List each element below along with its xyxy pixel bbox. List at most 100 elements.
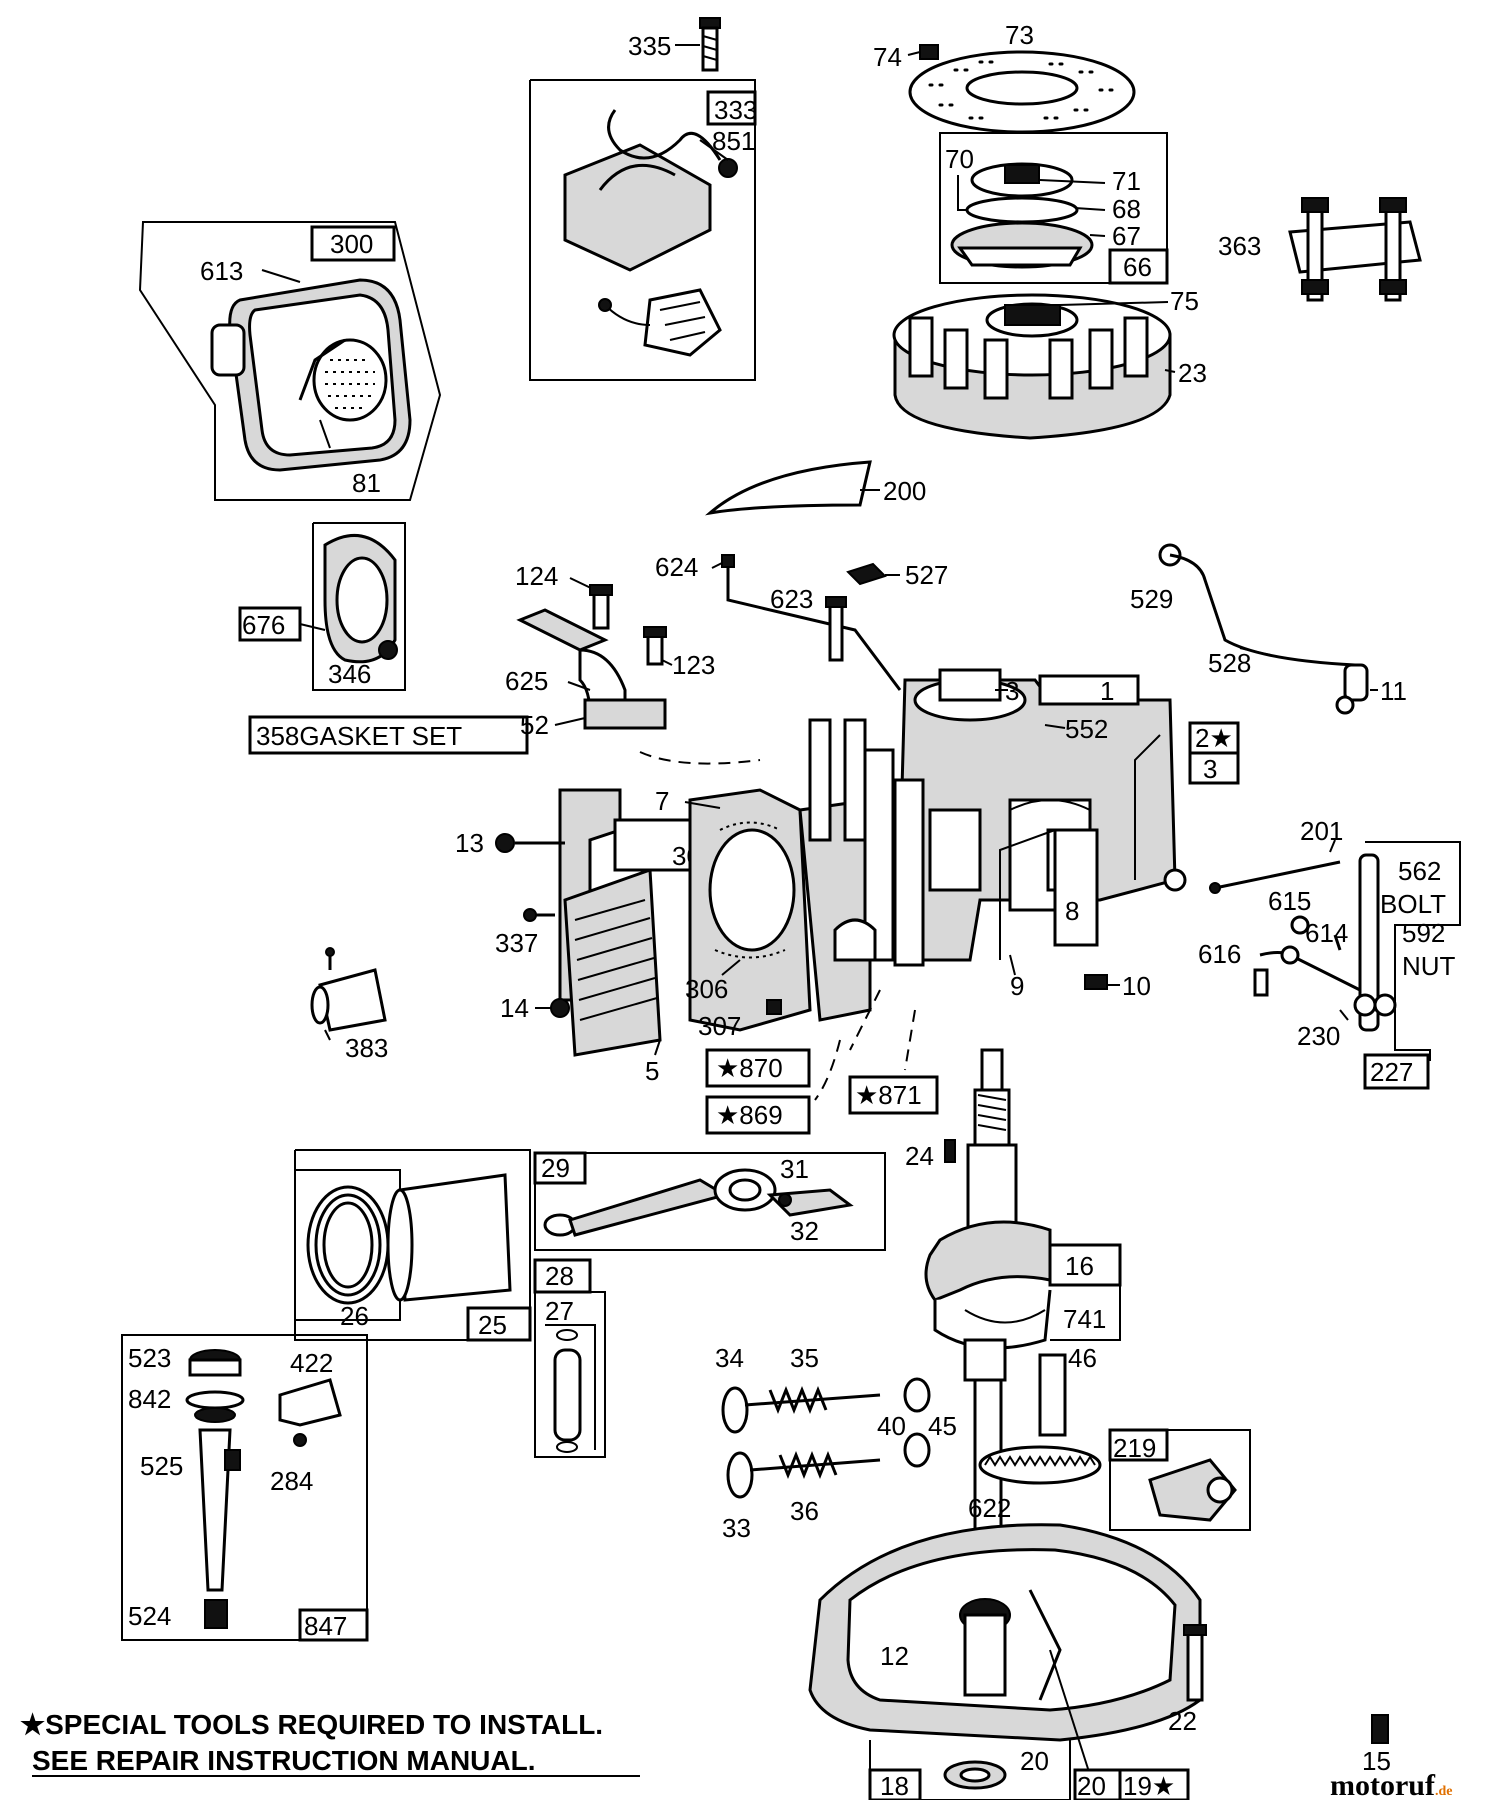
label-24: 24 — [905, 1141, 934, 1171]
part-box-333: 333 851 — [529, 79, 757, 381]
label-1: 1 — [1100, 676, 1114, 706]
label-2: 2★ — [1195, 723, 1233, 753]
label-46: 46 — [1068, 1343, 1097, 1373]
label-525: 525 — [140, 1451, 183, 1481]
label-624: 624 — [655, 552, 698, 582]
label-219: 219 — [1113, 1433, 1156, 1463]
label-528: 528 — [1208, 648, 1251, 678]
label-73: 73 — [1005, 20, 1034, 50]
dashed-leader-intake — [639, 751, 761, 765]
label-12: 12 — [880, 1641, 909, 1671]
label-45: 45 — [928, 1411, 957, 1441]
label-842: 842 — [128, 1384, 171, 1414]
label-562: 562 — [1398, 856, 1441, 886]
label-625: 625 — [505, 666, 548, 696]
label-19: 19★ — [1123, 1771, 1175, 1800]
label-230: 230 — [1297, 1021, 1340, 1051]
label-870: ★870 — [716, 1053, 783, 1083]
part-box-300: 300 613 81 — [138, 221, 442, 501]
part-valves: 34 35 40 45 46 33 36 — [715, 1343, 1097, 1543]
label-123: 123 — [672, 650, 715, 680]
part-link-528: 529 528 11 — [1130, 543, 1407, 715]
label-40: 40 — [877, 1411, 906, 1441]
label-27: 27 — [545, 1296, 574, 1326]
part-bracket-363: 363 — [1218, 197, 1422, 302]
label-20a: 20 — [1020, 1746, 1049, 1776]
label-36: 36 — [790, 1496, 819, 1526]
label-8: 8 — [1065, 896, 1079, 926]
part-box-29: 29 31 32 — [533, 1151, 886, 1251]
label-35: 35 — [790, 1343, 819, 1373]
label-3b: 3 — [1203, 754, 1217, 784]
label-20b: 20 — [1077, 1771, 1106, 1800]
watermark-logo: motoruf.de — [1330, 1769, 1452, 1800]
label-7: 7 — [655, 786, 669, 816]
part-airguide-200: 200 — [704, 460, 926, 516]
label-871: ★871 — [855, 1080, 922, 1110]
label-527: 527 — [905, 560, 948, 590]
part-box-847: 847 523 842 525 524 422 284 — [121, 1334, 369, 1642]
label-29: 29 — [541, 1153, 570, 1183]
label-614: 614 — [1305, 918, 1348, 948]
label-71: 71 — [1112, 166, 1141, 196]
label-300: 300 — [330, 229, 373, 259]
watermark-logo-text: motoruf — [1330, 1769, 1436, 1800]
watermark-logo-suffix: .de — [1435, 1784, 1453, 1799]
label-70: 70 — [945, 144, 974, 174]
part-spacer-383: 383 — [310, 947, 388, 1063]
label-11: 11 — [1380, 676, 1407, 706]
label-14: 14 — [500, 993, 529, 1023]
label-32: 32 — [790, 1216, 819, 1246]
part-bolt-335: 335 — [628, 17, 721, 72]
label-363: 363 — [1218, 231, 1261, 261]
label-307: 307 — [698, 1011, 741, 1041]
label-3a: 3 — [1005, 676, 1019, 706]
label-10: 10 — [1122, 971, 1151, 1001]
part-link-624: 624 623 527 — [655, 552, 948, 691]
label-23: 23 — [1178, 358, 1207, 388]
part-box-676: 676 346 — [238, 522, 406, 691]
svg-text:motoruf.de: motoruf.de — [1330, 1769, 1452, 1800]
part-cylinder-head: 308 7 13 337 14 5 306 307 — [455, 718, 925, 1086]
label-383: 383 — [345, 1033, 388, 1063]
label-16: 16 — [1065, 1251, 1094, 1281]
label-67: 67 — [1112, 221, 1141, 251]
label-bolt: BOLT — [1380, 889, 1446, 919]
label-13: 13 — [455, 828, 484, 858]
label-201: 201 — [1300, 816, 1343, 846]
part-sump: 12 22 18 20 20 19★ — [808, 1523, 1207, 1800]
label-34: 34 — [715, 1343, 744, 1373]
part-box-25: 25 26 — [294, 1149, 532, 1342]
part-box-219: 219 622 — [968, 1428, 1251, 1531]
dashed-leader-870 — [849, 989, 881, 1051]
label-422: 422 — [290, 1348, 333, 1378]
label-333: 333 — [714, 95, 757, 125]
part-box-28: 28 27 — [533, 1258, 606, 1458]
label-75: 75 — [1170, 286, 1199, 316]
label-616: 616 — [1198, 939, 1241, 969]
part-intake-625: 124 123 625 52 — [505, 561, 715, 740]
footnote-line-1: ★SPECIAL TOOLS REQUIRED TO INSTALL. — [20, 1709, 603, 1740]
label-nut: NUT — [1402, 951, 1456, 981]
label-26: 26 — [340, 1301, 369, 1331]
label-15: 15 — [1362, 1746, 1391, 1776]
label-851: 851 — [712, 126, 755, 156]
part-box-66: 66 70 71 68 67 — [939, 132, 1169, 285]
label-524: 524 — [128, 1601, 171, 1631]
label-74: 74 — [873, 42, 902, 72]
footnote-line-2: SEE REPAIR INSTRUCTION MANUAL. — [32, 1745, 536, 1776]
label-33: 33 — [722, 1513, 751, 1543]
label-529: 529 — [1130, 584, 1173, 614]
label-28: 28 — [545, 1261, 574, 1291]
label-623: 623 — [770, 584, 813, 614]
label-227: 227 — [1370, 1057, 1413, 1087]
part-gasket-set-358: 358GASKET SET — [248, 715, 529, 755]
label-613: 613 — [200, 256, 243, 286]
label-592: 592 — [1402, 918, 1445, 948]
part-plug-15: 15 — [1362, 1714, 1391, 1776]
label-346: 346 — [328, 659, 371, 689]
part-star-tools: ★870 ★869 ★871 — [705, 1048, 939, 1135]
label-66: 66 — [1123, 252, 1152, 282]
label-200: 200 — [883, 476, 926, 506]
